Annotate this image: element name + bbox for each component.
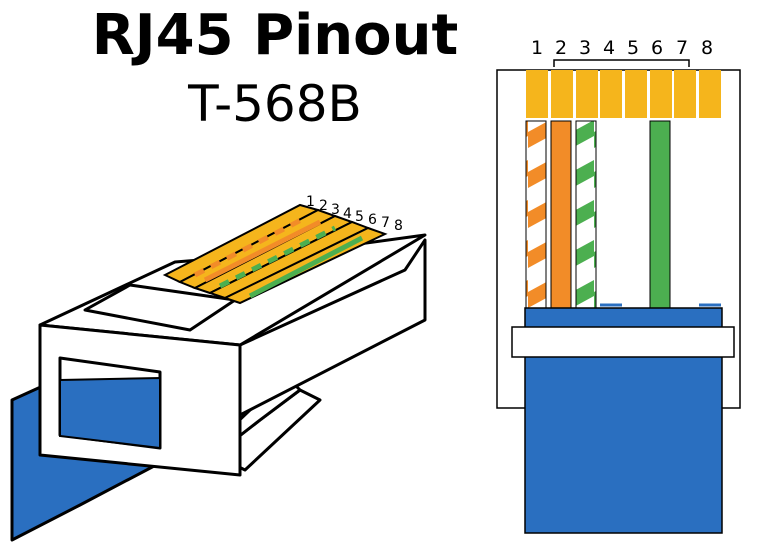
- wire-7-white-brown: [674, 121, 694, 308]
- wire-3-white-green: [575, 120, 597, 309]
- plug-pin-label: 4: [343, 206, 352, 222]
- wire-8-brown: [699, 121, 719, 308]
- wire-1-white-orange: [525, 120, 547, 309]
- pin-label-5: 5: [627, 37, 639, 59]
- plug-pin-label: 3: [331, 202, 340, 218]
- plug-pin-label: 2: [319, 198, 328, 214]
- pin-label-6: 6: [651, 37, 663, 59]
- diagram-subtitle: T-568B: [188, 75, 362, 133]
- pin-number-labels: 1 2 3 4 5 6 7 8: [531, 37, 713, 59]
- contact-7: [674, 70, 696, 118]
- contact-5: [625, 70, 647, 118]
- plug-3d-illustration: 1 2 3 4 5 6 7 8: [10, 194, 427, 542]
- plug-pin-label: 6: [368, 212, 377, 228]
- diagram-title: RJ45 Pinout: [91, 3, 459, 68]
- plug-pin-label: 1: [306, 194, 315, 210]
- pin-label-3: 3: [579, 37, 591, 59]
- contact-3: [576, 70, 598, 118]
- contact-4: [600, 70, 622, 118]
- pin-label-8: 8: [701, 37, 713, 59]
- wires: [525, 120, 721, 309]
- contact-6: [650, 70, 672, 118]
- contact-1: [526, 70, 548, 118]
- plug-pin-label: 5: [355, 209, 364, 225]
- strain-relief-bar: [511, 326, 735, 358]
- plug-pin-label: 7: [381, 215, 390, 231]
- wire-2-orange: [550, 120, 572, 309]
- wire-5-white-blue: [625, 121, 645, 308]
- pin-label-2: 2: [555, 37, 567, 59]
- pin-label-7: 7: [676, 37, 688, 59]
- plug-pin-label: 8: [394, 218, 403, 234]
- cable-jacket: [511, 307, 735, 534]
- pin-label-1: 1: [531, 37, 543, 59]
- pin-label-4: 4: [603, 37, 615, 59]
- plug-contacts-3d: [162, 203, 388, 305]
- plug-pin-labels: 1 2 3 4 5 6 7 8: [306, 194, 403, 234]
- wire-4-blue: [600, 121, 620, 308]
- contact-8: [699, 70, 721, 118]
- flat-pinout: 1 2 3 4 5 6 7 8: [496, 37, 741, 534]
- gold-contacts: [526, 70, 721, 118]
- contact-2: [551, 70, 573, 118]
- wire-6-green: [649, 120, 671, 309]
